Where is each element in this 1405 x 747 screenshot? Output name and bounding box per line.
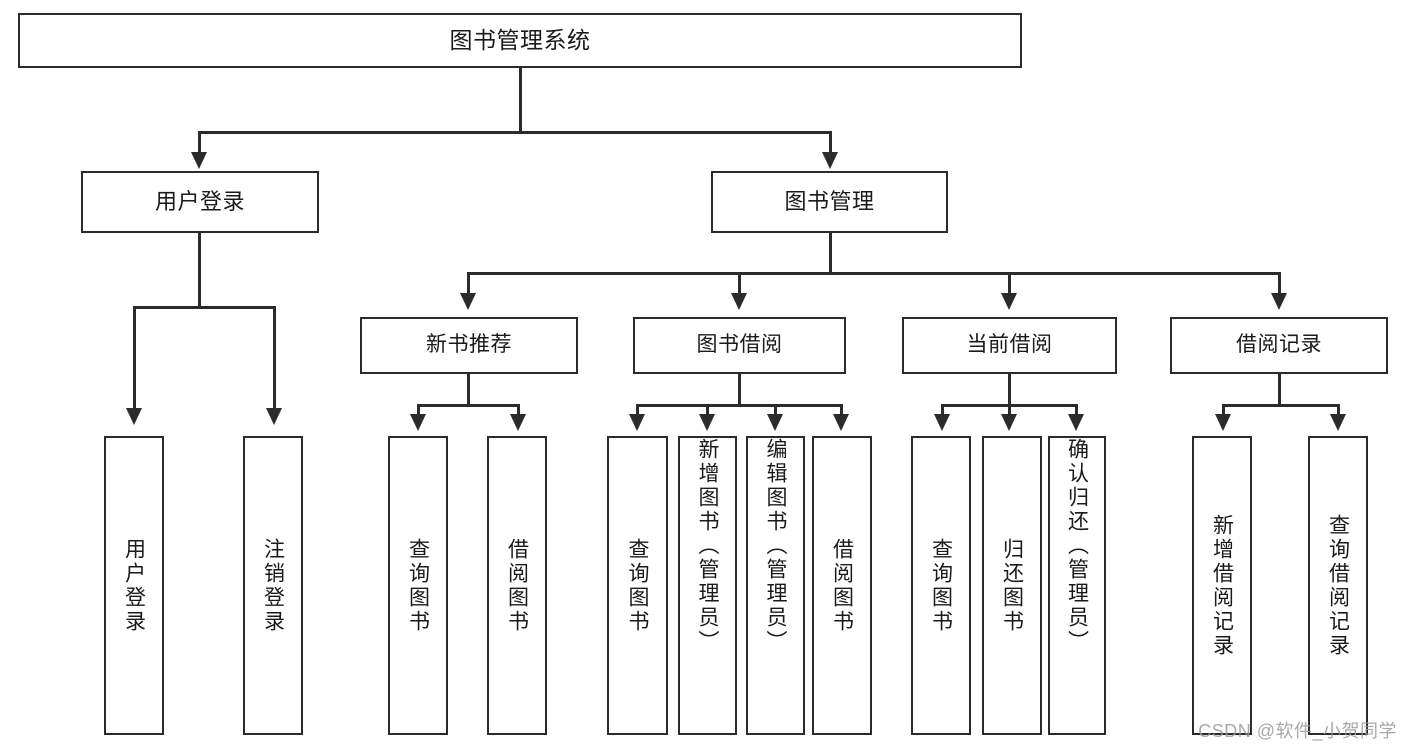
node-label: 图书借阅: [696, 333, 783, 357]
connector-root-drop: [519, 68, 522, 132]
node-label: 图书管理: [784, 189, 875, 215]
arrowhead-icon-book-borrow: [731, 293, 747, 310]
connector-book-manage-bus: [467, 272, 1281, 275]
connector-current-borrow-drop: [1008, 374, 1011, 407]
arrowhead-icon-login-leaf-2: [266, 408, 282, 425]
leaf-user-login[interactable]: 用户登录: [104, 436, 164, 735]
connector-book-manage-drop: [829, 233, 832, 275]
connector-to-cur-leaf-2: [1008, 404, 1011, 416]
leaf-return-book[interactable]: 归还图书: [982, 436, 1042, 735]
leaf-logout[interactable]: 注销登录: [243, 436, 303, 735]
arrowhead-icon-reclog-leaf-2: [1330, 414, 1346, 431]
node-label: 当前借阅: [966, 333, 1053, 357]
node-label: 图书管理系统: [449, 26, 591, 53]
leaf-add-book-admin[interactable]: 新增图书（管理员）: [678, 436, 737, 735]
node-label: 用户登录: [122, 537, 146, 634]
node-label: 查询图书: [929, 537, 953, 634]
arrowhead-icon-borrow-leaf-2: [699, 414, 715, 431]
node-label: 借阅记录: [1236, 333, 1322, 357]
connector-book-borrow-drop: [738, 374, 741, 407]
node-root-book-management-system[interactable]: 图书管理系统: [18, 13, 1022, 68]
arrowhead-icon-user-login: [191, 152, 207, 169]
connector-to-cur-leaf-1: [941, 404, 944, 416]
connector-to-reclog-leaf-2: [1337, 404, 1340, 416]
node-new-book-recommend[interactable]: 新书推荐: [360, 317, 578, 374]
arrowhead-icon-new-book-rec: [460, 293, 476, 310]
arrowhead-icon-borrow-leaf-3: [767, 414, 783, 431]
connector-to-user-login: [198, 131, 201, 155]
arrowhead-icon-cur-leaf-2: [1001, 414, 1017, 431]
connector-to-new-book-rec: [467, 272, 470, 296]
leaf-borrow-book[interactable]: 借阅图书: [812, 436, 872, 735]
leaf-borrow-book-rec[interactable]: 借阅图书: [487, 436, 547, 735]
node-label: 新增图书（管理员）: [696, 438, 719, 654]
connector-to-rec-leaf-1: [417, 404, 420, 416]
node-label: 借阅图书: [830, 537, 854, 634]
arrowhead-icon-rec-leaf-2: [510, 414, 526, 431]
node-label: 查询图书: [406, 537, 430, 634]
connector-to-borrow-leaf-4: [840, 404, 843, 416]
node-book-borrow[interactable]: 图书借阅: [633, 317, 846, 374]
connector-to-borrow-leaf-1: [636, 404, 639, 416]
connector-new-book-rec-drop: [467, 374, 470, 407]
leaf-confirm-return-admin[interactable]: 确认归还（管理员）: [1048, 436, 1106, 735]
leaf-edit-book-admin[interactable]: 编辑图书（管理员）: [746, 436, 805, 735]
arrowhead-icon-borrow-leaf-4: [833, 414, 849, 431]
connector-book-borrow-bus: [636, 404, 842, 407]
arrowhead-icon-cur-leaf-3: [1068, 414, 1084, 431]
node-label: 用户登录: [154, 189, 245, 215]
connector-to-book-manage: [829, 131, 832, 155]
connector-to-borrow-leaf-3: [774, 404, 777, 416]
connector-root-bus: [198, 131, 832, 134]
leaf-query-book-rec[interactable]: 查询图书: [388, 436, 448, 735]
arrowhead-icon-borrow-leaf-1: [629, 414, 645, 431]
arrowhead-icon-current-borrow: [1001, 293, 1017, 310]
connector-to-current-borrow: [1008, 272, 1011, 296]
connector-to-rec-leaf-2: [517, 404, 520, 416]
connector-new-book-rec-bus: [417, 404, 520, 407]
node-label: 确认归还（管理员）: [1065, 438, 1089, 654]
node-label: 注销登录: [261, 537, 285, 634]
leaf-add-borrow-record[interactable]: 新增借阅记录: [1192, 436, 1252, 735]
arrowhead-icon-book-manage: [822, 152, 838, 169]
node-label: 查询图书: [626, 537, 649, 634]
connector-borrow-record-bus: [1222, 404, 1340, 407]
connector-to-reclog-leaf-1: [1222, 404, 1225, 416]
leaf-query-book-borrow[interactable]: 查询图书: [607, 436, 668, 735]
node-label: 新书推荐: [426, 333, 512, 357]
connector-to-login-leaf-2: [273, 306, 276, 411]
connector-user-login-bus: [133, 306, 276, 309]
node-user-login[interactable]: 用户登录: [81, 171, 319, 233]
arrowhead-icon-borrow-record: [1271, 293, 1287, 310]
node-label: 借阅图书: [505, 537, 529, 634]
node-label: 归还图书: [1000, 537, 1024, 634]
node-borrow-record[interactable]: 借阅记录: [1170, 317, 1388, 374]
node-label: 编辑图书（管理员）: [764, 438, 787, 654]
node-book-manage[interactable]: 图书管理: [711, 171, 948, 233]
arrowhead-icon-cur-leaf-1: [934, 414, 950, 431]
connector-to-cur-leaf-3: [1075, 404, 1078, 416]
leaf-query-book-current[interactable]: 查询图书: [911, 436, 971, 735]
connector-to-login-leaf-1: [133, 306, 136, 411]
connector-to-borrow-record: [1278, 272, 1281, 296]
node-label: 新增借阅记录: [1210, 513, 1234, 658]
connector-borrow-record-drop: [1278, 374, 1281, 407]
leaf-query-borrow-record[interactable]: 查询借阅记录: [1308, 436, 1368, 735]
connector-to-borrow-leaf-2: [706, 404, 709, 416]
arrowhead-icon-login-leaf-1: [126, 408, 142, 425]
connector-user-login-drop: [198, 233, 201, 309]
arrowhead-icon-reclog-leaf-1: [1215, 414, 1231, 431]
arrowhead-icon-rec-leaf-1: [410, 414, 426, 431]
node-current-borrow[interactable]: 当前借阅: [902, 317, 1117, 374]
connector-to-book-borrow: [738, 272, 741, 296]
node-label: 查询借阅记录: [1326, 513, 1350, 658]
